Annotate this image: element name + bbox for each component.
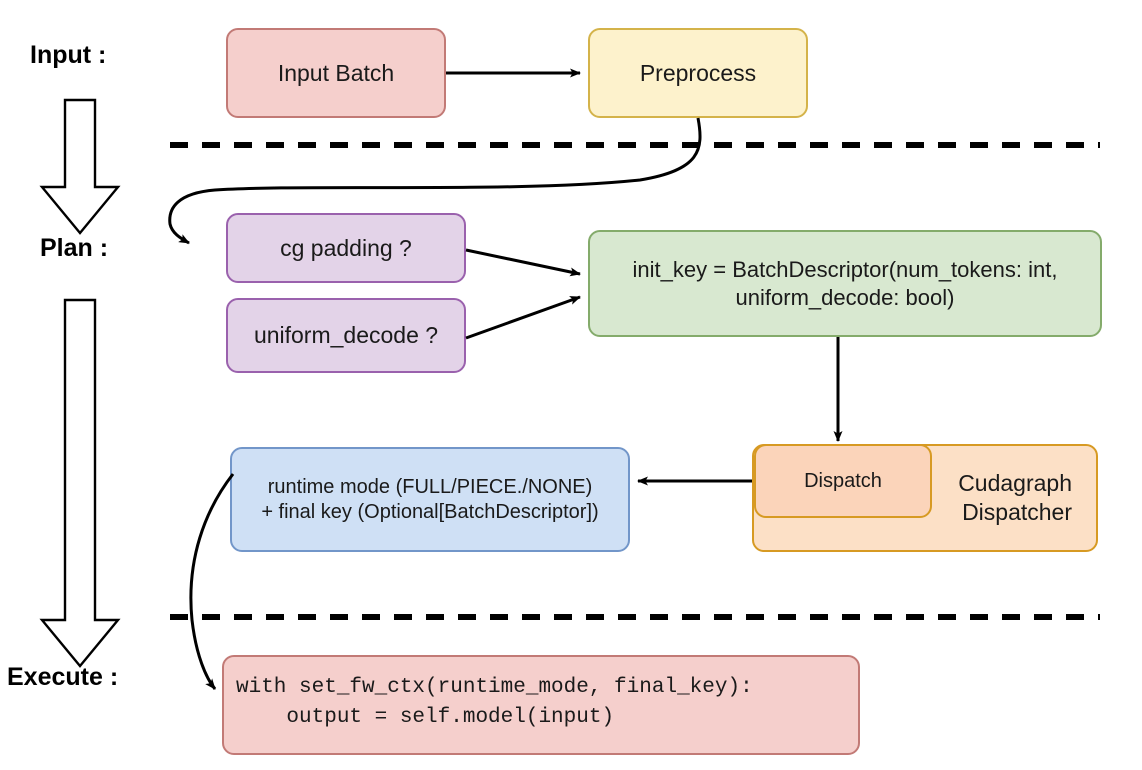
node-init-key[interactable]: init_key = BatchDescriptor(num_tokens: i…	[588, 230, 1102, 337]
node-uniform-decode[interactable]: uniform_decode ?	[226, 298, 466, 373]
node-execute-code[interactable]: with set_fw_ctx(runtime_mode, final_key)…	[222, 655, 860, 755]
node-runtime-mode-line2: + final key (Optional[BatchDescriptor])	[261, 500, 599, 523]
node-cudagraph-dispatcher-line1: Cudagraph	[958, 470, 1072, 497]
input-to-plan-arrow	[39, 98, 121, 235]
stage-label-input: Input :	[30, 41, 107, 69]
plan-to-execute-arrow	[39, 298, 121, 668]
edge-uniform-decode-to-init-key	[465, 295, 581, 340]
node-cg-padding[interactable]: cg padding ?	[226, 213, 466, 283]
node-input-batch[interactable]: Input Batch	[226, 28, 446, 118]
stage-label-execute: Execute :	[7, 663, 119, 691]
node-dispatch[interactable]: Dispatch	[754, 444, 932, 518]
node-runtime-mode[interactable]: runtime mode (FULL/PIECE./NONE) + final …	[230, 447, 630, 552]
node-preprocess[interactable]: Preprocess	[588, 28, 808, 118]
node-init-key-line1: init_key = BatchDescriptor(num_tokens: i…	[632, 257, 1058, 282]
node-runtime-mode-line1: runtime mode (FULL/PIECE./NONE)	[267, 475, 593, 498]
node-init-key-line2: uniform_decode: bool)	[735, 284, 955, 310]
node-execute-code-line1: with set_fw_ctx(runtime_mode, final_key)…	[236, 676, 753, 699]
node-execute-code-line2: output = self.model(input)	[236, 706, 615, 730]
stage-label-plan: Plan :	[40, 234, 109, 262]
node-cudagraph-dispatcher-line2: Dispatcher	[962, 499, 1072, 525]
edge-cg-padding-to-init-key	[465, 248, 581, 277]
